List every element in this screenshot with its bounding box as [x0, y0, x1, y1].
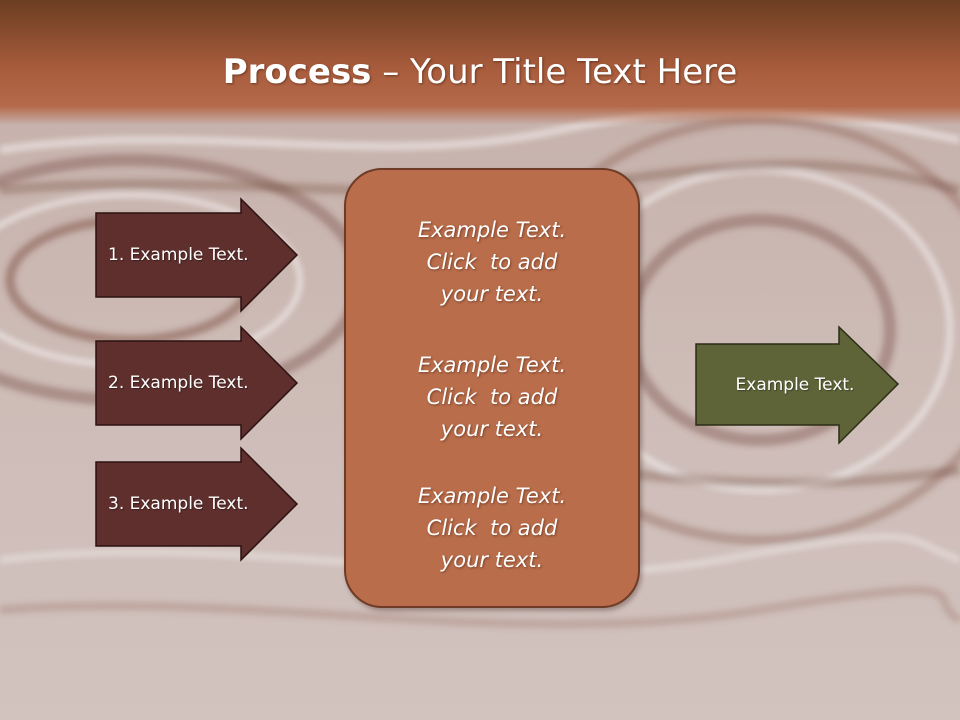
center-block-3-line-2: Click to add [426, 516, 558, 540]
center-block-2-line-1: Example Text. [417, 353, 567, 377]
left-arrow-1[interactable]: 1. Example Text. [95, 197, 299, 313]
left-arrow-1-label: 1. Example Text. [108, 245, 249, 265]
left-arrow-3-shape [95, 446, 299, 562]
title-bold: Process [222, 52, 372, 92]
right-arrow-label: Example Text. [735, 374, 855, 395]
center-block-2-line-3: your text. [440, 417, 544, 441]
right-arrow[interactable]: Example Text. [695, 325, 900, 445]
left-arrow-2[interactable]: 2. Example Text. [95, 325, 299, 441]
center-text-block-1: Example Text. Click to add your text. [346, 214, 638, 310]
center-block-3-line-3: your text. [440, 548, 544, 572]
center-block-2-line-2: Click to add [426, 385, 558, 409]
left-arrow-2-label: 2. Example Text. [108, 373, 249, 393]
center-block-3-line-1: Example Text. [417, 484, 567, 508]
center-text-block-3: Example Text. Click to add your text. [346, 480, 638, 576]
left-arrow-3[interactable]: 3. Example Text. [95, 446, 299, 562]
slide-title: Process – Your Title Text Here [0, 52, 960, 92]
center-block-1-line-3: your text. [440, 282, 544, 306]
center-block-1-line-1: Example Text. [417, 218, 567, 242]
left-arrow-1-shape [95, 197, 299, 313]
left-arrow-2-shape [95, 325, 299, 441]
center-block-1-line-2: Click to add [426, 250, 558, 274]
center-text-block-2: Example Text. Click to add your text. [346, 349, 638, 445]
title-rest: – Your Title Text Here [371, 52, 738, 92]
left-arrow-3-label: 3. Example Text. [108, 494, 249, 514]
center-text-box[interactable]: Example Text. Click to add your text. Ex… [344, 168, 640, 608]
right-arrow-shape [695, 325, 900, 445]
